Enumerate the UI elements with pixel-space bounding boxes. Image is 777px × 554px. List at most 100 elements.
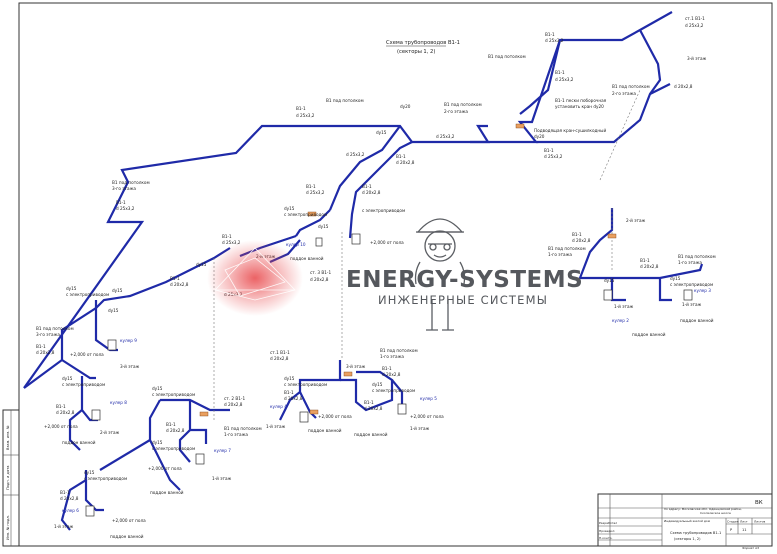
label-floor-1b: 1-го этажа (380, 354, 404, 359)
tb-format: Формат А3 (742, 546, 759, 550)
label-d20x28-b: d 20х2,8 (396, 160, 415, 165)
label-ceiling-3d: В1 под потолком (36, 326, 74, 331)
label-v1-1-p: В1-1 (284, 390, 294, 395)
side-stamp: Взам. инв. № Подп. и дата Инв. № подл. (2, 409, 20, 547)
label-unit-9: кулер 9 (120, 338, 137, 343)
tb-role-dev: Разработал (599, 521, 617, 525)
label-electric-f: с электроприводом (152, 446, 195, 451)
title-block: ВК по адресу: Московская обл. Одинцовски… (597, 493, 773, 550)
label-v1-1-g: В1-1 (306, 184, 316, 189)
engineer-mascot-icon (414, 218, 466, 331)
label-ceiling-1: В1 под потолком (224, 426, 262, 431)
label-tray-a: поддон ванной (290, 256, 324, 261)
label-v1-1-b: В1-1 (555, 70, 565, 75)
tb-stage: Р (730, 528, 733, 532)
label-v1-1-n: В1-1 (60, 490, 70, 495)
label-floor-1d: 1-го этажа (678, 260, 702, 265)
tb-sheet-no: 11 (742, 528, 747, 532)
label-tray-f: поддон ванной (354, 432, 388, 437)
label-v1-1-j: В1-1 (170, 276, 180, 281)
label-ceiling-1b: В1 под потолком (380, 348, 418, 353)
tb-col-sheets: Листов (754, 520, 765, 524)
annotations: ст.1 В1-1 d 25х3,2 В1 под потолком В1-1 … (36, 16, 716, 539)
label-d25-c: d 25х3,2 (544, 154, 563, 159)
label-v1-1-f: В1-1 (116, 200, 126, 205)
label-floor-2-b: 2-го этажа (444, 109, 468, 114)
label-d20x28-m: d 20х2,8 (284, 396, 303, 401)
label-d20-a: dу20 (534, 134, 545, 139)
label-floor-1c: 1-го этажа (548, 252, 572, 257)
label-tray-e: поддон ванной (308, 428, 342, 433)
label-height-g: +2,000 от пола (410, 414, 444, 419)
label-tray-g: поддон ванной (632, 332, 666, 337)
diagram-title: Схема трубопроводов В1-1 (386, 40, 460, 46)
label-tap-note-1: В1-1 пески поборочная (555, 98, 607, 103)
label-d20x28-f: d 20х2,8 (36, 350, 55, 355)
label-v1-1-a: В1-1 (545, 32, 555, 37)
label-d20x28-k: d 20х2,8 (270, 356, 289, 361)
label-d15-n: dу15 (604, 278, 615, 283)
label-top-riser: ст.1 В1-1 (685, 16, 705, 21)
label-floor-3-short: 3-й этаж (687, 56, 707, 61)
label-height-a: +2,000 от пола (370, 240, 404, 245)
label-unit-3: кулер 3 (694, 288, 711, 293)
label-v1-1-s: В1-1 (640, 258, 650, 263)
label-v1-1-d: В1-1 (296, 106, 306, 111)
label-unit-4: кулер 4 (270, 404, 287, 409)
tb-sheet-name-1: Схема трубопроводов В1-1 (670, 531, 721, 535)
label-d20x28-i: d 20х2,8 (166, 428, 185, 433)
label-d20x28-j: d 20х2,8 (60, 496, 79, 501)
label-floor-1-short-f: 1-й этаж (682, 302, 702, 307)
diagram-subtitle: (секторы 1, 2) (397, 49, 435, 55)
sheet-frame (18, 2, 773, 547)
label-v1-1-l: В1-1 (56, 404, 66, 409)
label-d20x28-e: d 20х2,8 (170, 282, 189, 287)
label-d20x28-p: d 20х2,8 (640, 264, 659, 269)
label-ceiling-1d: В1 под потолком (678, 254, 716, 259)
tb-object-1: по адресу: Московская обл. Одинцовский р… (664, 507, 742, 511)
label-floor-3-short-b: 3-й этаж (346, 364, 366, 369)
label-floor-2-short-b: 2-й этаж (100, 430, 120, 435)
label-floor-3: 3-го этажа (112, 186, 136, 191)
label-unit-5: кулер 5 (420, 396, 437, 401)
label-electric-c: с электроприводом (66, 292, 109, 297)
label-height-b: +2,000 от пола (70, 352, 104, 357)
label-tray-c: поддон ванной (150, 490, 184, 495)
label-floor-1: 1-го этажа (224, 432, 248, 437)
label-d25-f: d 25х3,2 (346, 152, 365, 157)
label-v1-1-i: В1-1 (222, 234, 232, 239)
label-d25-i: d 25х3,2 (222, 240, 241, 245)
label-height-d: +2,000 от пола (148, 466, 182, 471)
label-d15-l: dу15 (284, 376, 295, 381)
label-floor-1-short-a: 1-й этаж (212, 476, 232, 481)
label-tray-d: поддон ванной (110, 534, 144, 539)
label-ceiling-2b: В1 под потолком (444, 102, 482, 107)
label-height-c: +2,000 от пола (44, 424, 78, 429)
label-ceiling-2: В1 под потолком (612, 84, 650, 89)
tb-building: Индивидуальный жилой дом (664, 519, 710, 523)
label-d15-i: dу15 (152, 386, 163, 391)
side-stamp-3: Инв. № подл. (6, 515, 10, 540)
label-d15-m: dу15 (372, 382, 383, 387)
side-stamp-2: Подп. и дата (6, 466, 10, 490)
red-glow (207, 240, 303, 316)
label-d20x28-l: d 20х2,8 (382, 372, 401, 377)
label-d20x28-c: d 20х2,8 (362, 190, 381, 195)
label-height-f: +2,000 от пола (318, 414, 352, 419)
label-v1-1-m: В1-1 (166, 422, 176, 427)
label-d20x28-h: d 20х2,8 (224, 402, 243, 407)
label-d15-d: dу15 (196, 262, 207, 267)
label-d15-b: dу15 (284, 206, 295, 211)
label-d15-k: dу15 (84, 470, 95, 475)
label-d15-j: dу15 (152, 440, 163, 445)
label-d25-h: d 25х3,2 (306, 190, 325, 195)
label-unit-8: кулер 8 (110, 400, 127, 405)
label-v1-1-c: В1-1 (544, 148, 554, 153)
label-floor-1-short-c: 1-й этаж (266, 424, 286, 429)
label-electric-i: с электроприводом (372, 388, 415, 393)
label-floor-2-short-c: 2-й этаж (626, 218, 646, 223)
side-stamp-1: Взам. инв. № (6, 425, 10, 450)
label-top-diam: d 25х3,2 (685, 23, 704, 28)
label-floor-3b: 3-го этажа (36, 332, 60, 337)
tb-col-sheet: Лист (740, 520, 748, 524)
